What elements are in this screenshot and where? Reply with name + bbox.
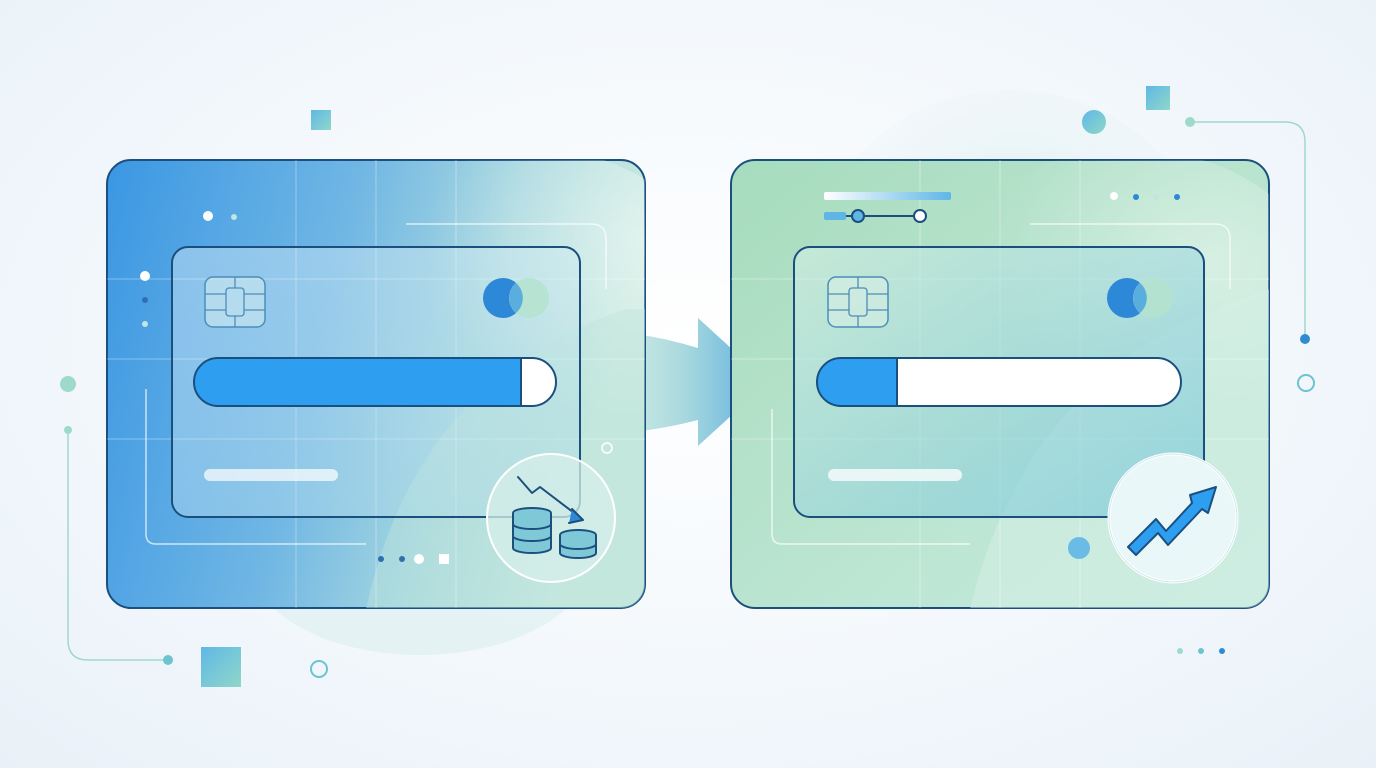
payment-card bbox=[171, 246, 581, 518]
falling-coins-icon bbox=[486, 453, 616, 583]
card-network-logo-icon bbox=[483, 278, 549, 318]
decor-dot bbox=[1198, 648, 1204, 654]
decor-ring bbox=[1297, 374, 1315, 392]
rising-trend-icon bbox=[1107, 452, 1239, 584]
progress-bar bbox=[816, 357, 1182, 407]
decor-dot bbox=[1300, 334, 1310, 344]
decor-connector-line bbox=[1190, 121, 1306, 338]
chip-icon bbox=[204, 276, 266, 328]
decor-dot bbox=[1082, 110, 1106, 134]
payment-card bbox=[793, 246, 1205, 518]
decor-dot bbox=[163, 655, 173, 665]
rising-trend-badge bbox=[1106, 451, 1240, 585]
decor-square bbox=[201, 647, 241, 687]
chip-icon bbox=[827, 276, 889, 328]
decor-connector-line bbox=[67, 430, 168, 661]
decor-ring bbox=[310, 660, 328, 678]
decor-dot bbox=[64, 426, 72, 434]
card-text-placeholder bbox=[828, 469, 962, 481]
falling-coins-badge bbox=[484, 451, 618, 585]
card-network-logo-icon bbox=[1107, 278, 1173, 318]
decor-dot bbox=[1177, 648, 1183, 654]
card-text-placeholder bbox=[204, 469, 338, 481]
decor-dot bbox=[60, 376, 76, 392]
decor-dot bbox=[1219, 648, 1225, 654]
before-panel bbox=[106, 159, 646, 609]
after-panel bbox=[730, 159, 1270, 609]
decor-square bbox=[1146, 86, 1170, 110]
progress-bar bbox=[193, 357, 557, 407]
decor-square bbox=[311, 110, 331, 130]
decor-dot bbox=[1185, 117, 1195, 127]
